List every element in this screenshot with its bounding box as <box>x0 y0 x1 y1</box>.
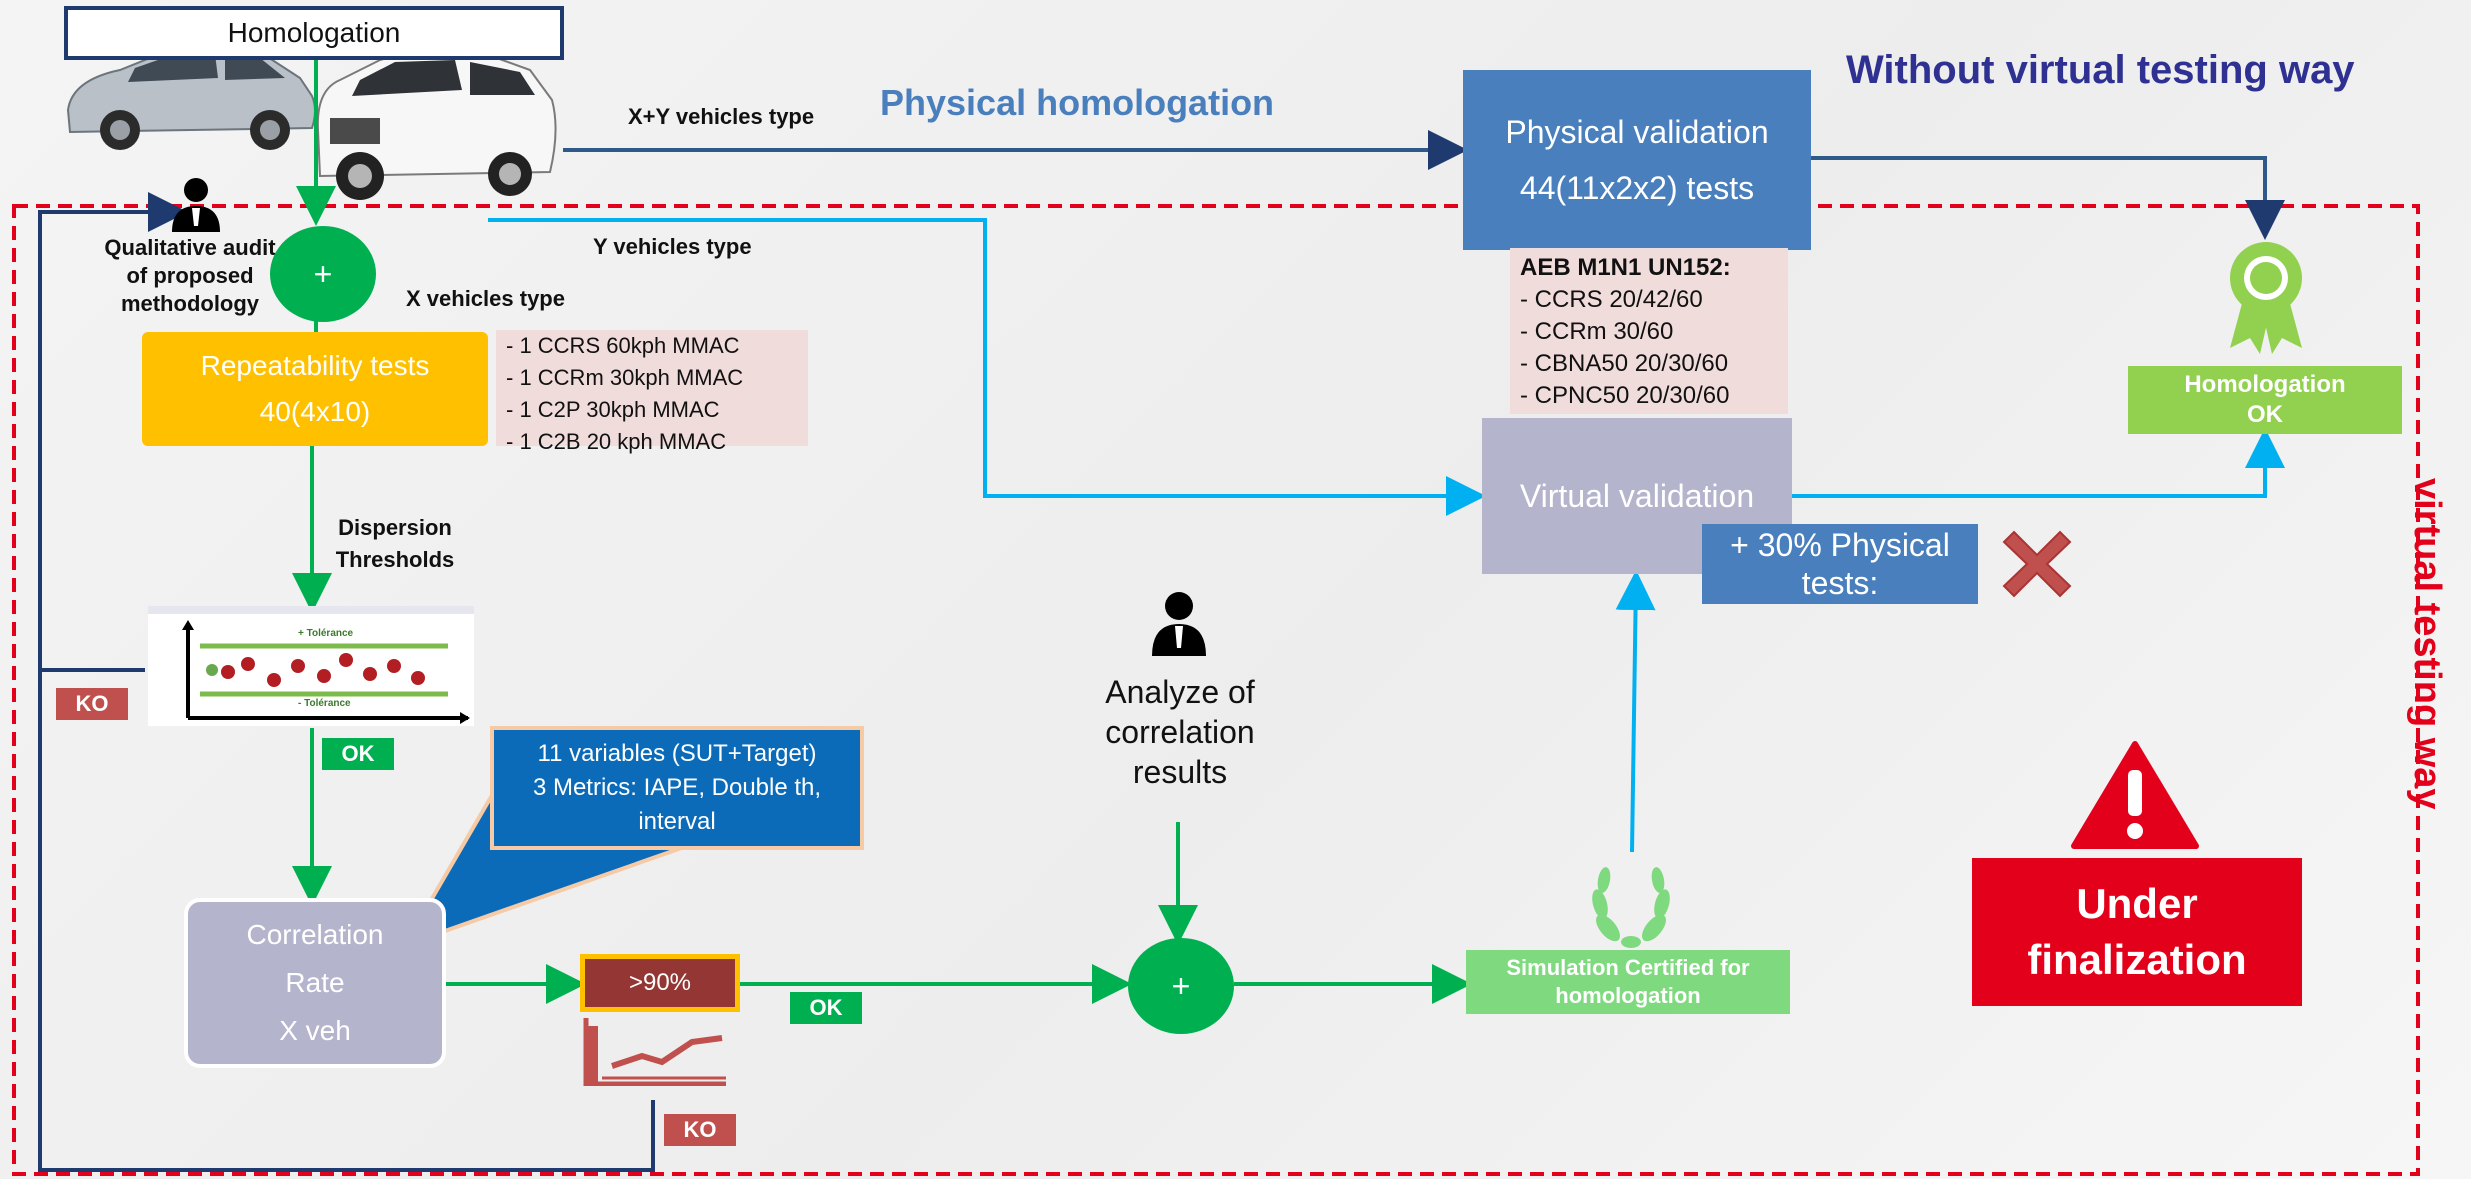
qualitative-audit-label: Qualitative audit of proposed methodolog… <box>70 234 310 318</box>
merge-plus-circle: + <box>270 226 376 322</box>
xy-vehicles-label: X+Y vehicles type <box>628 104 815 129</box>
ok-badge: OK <box>790 992 862 1024</box>
repeatability-line2: 40(4x10) <box>259 396 371 427</box>
aeb-item: - CCRm 30/60 <box>1520 318 1674 345</box>
trend-chart-icon <box>583 1018 726 1086</box>
ok-badge: OK <box>322 738 394 770</box>
threshold-90-label: >90% <box>628 969 692 996</box>
under-finalization-line2: finalization <box>2027 936 2247 983</box>
callout-line3: interval <box>638 808 716 835</box>
analyze-line: correlation <box>1105 714 1255 750</box>
homologation-title-box: Homologation <box>64 6 564 60</box>
under-finalization-line1: Under <box>2076 880 2198 927</box>
dispersion-line: Thresholds <box>335 547 455 572</box>
simulation-certified-box: Simulation Certified for homologation <box>1466 950 1790 1014</box>
ko-badge: KO <box>56 688 128 720</box>
physical-tests-line1: + 30% Physical <box>1730 527 1950 563</box>
virtual-testing-frame <box>12 204 2420 1176</box>
simulation-certified-line2: homologation <box>1555 983 1701 1008</box>
correlation-rate-box: Correlation Rate X veh <box>184 898 446 1068</box>
dispersion-line: Dispersion <box>338 515 452 540</box>
aeb-title: AEB M1N1 UN152: <box>1520 254 1731 281</box>
metrics-callout: 11 variables (SUT+Target) 3 Metrics: IAP… <box>490 726 864 850</box>
ko-label: KO <box>75 691 109 716</box>
homologation-ok-box: Homologation OK <box>2128 366 2402 434</box>
homologation-title: Homologation <box>227 17 401 48</box>
ok-label: OK <box>341 741 375 766</box>
analyze-line: results <box>1132 754 1228 790</box>
correlation-line1: Correlation <box>246 919 384 950</box>
repeat-item: - 1 C2P 30kph MMAC <box>506 397 720 422</box>
without-virtual-title: Without virtual testing way <box>1846 48 2355 92</box>
repeat-item: - 1 CCRS 60kph MMAC <box>506 333 740 358</box>
repeat-item: - 1 CCRm 30kph MMAC <box>506 365 744 390</box>
ko-badge: KO <box>664 1114 736 1146</box>
callout-line1: 11 variables (SUT+Target) <box>537 740 817 767</box>
homologation-ok-line2: OK <box>2247 401 2283 428</box>
repeat-item: - 1 C2B 20 kph MMAC <box>506 429 727 454</box>
person-icon <box>172 178 220 232</box>
plus-sign: + <box>313 255 333 292</box>
physical-tests-line2: tests: <box>1801 565 1879 601</box>
repeatability-line1: Repeatability tests <box>200 350 430 381</box>
physical-validation-line2: 44(11x2x2) tests <box>1519 170 1755 206</box>
physical-validation-line1: Physical validation <box>1505 114 1769 150</box>
aeb-item: - CBNA50 20/30/60 <box>1520 350 1729 377</box>
simulation-certified-line1: Simulation Certified for <box>1506 955 1750 980</box>
physical-tests-box: + 30% Physical tests: <box>1702 524 1978 604</box>
y-vehicles-label: Y vehicles type <box>593 234 752 259</box>
x-vehicles-label: X vehicles type <box>406 286 565 311</box>
aeb-item: - CCRS 20/42/60 <box>1520 286 1703 313</box>
virtual-validation-label: Virtual validation <box>1519 477 1755 514</box>
correlation-line3: X veh <box>279 1015 351 1046</box>
warning-icon <box>2071 741 2199 849</box>
merge-plus-circle: + <box>1128 938 1234 1034</box>
plus-sign: + <box>1171 967 1191 1004</box>
virtual-testing-title-text: virtual testing way <box>2406 478 2448 810</box>
tolerance-minus-label: - Tolérance <box>298 698 351 709</box>
aeb-test-list: AEB M1N1 UN152: - CCRS 20/42/60 - CCRm 3… <box>1510 248 1788 414</box>
qualitative-audit-line: methodology <box>120 291 260 316</box>
red-cross-icon <box>2002 530 2072 598</box>
correlation-line2: Rate <box>285 967 345 998</box>
ko-label: KO <box>683 1117 717 1142</box>
tolerance-chart: + Tolérance - Tolérance <box>148 606 474 726</box>
repeatability-test-list: - 1 CCRS 60kph MMAC - 1 CCRm 30kph MMAC … <box>496 330 808 454</box>
tolerance-plus-label: + Tolérance <box>298 628 354 639</box>
repeatability-tests-box: Repeatability tests 40(4x10) <box>142 332 488 446</box>
analyze-label: Analyze of correlation results <box>1060 672 1300 792</box>
laurel-icon <box>1592 867 1670 948</box>
qualitative-audit-line: Qualitative audit <box>104 235 276 260</box>
medal-icon <box>2230 242 2302 354</box>
under-finalization-box: Under finalization <box>1972 858 2302 1006</box>
analyze-line: Analyze of <box>1105 674 1255 710</box>
silver-sedan-car <box>66 45 316 150</box>
physical-homologation-label: Physical homologation <box>880 82 1275 123</box>
aeb-item: - CPNC50 20/30/60 <box>1520 382 1730 409</box>
person-icon <box>1152 592 1206 656</box>
qualitative-audit-line: of proposed <box>126 263 254 288</box>
physical-validation-box: Physical validation 44(11x2x2) tests <box>1463 70 1811 250</box>
callout-line2: 3 Metrics: IAPE, Double th, <box>532 774 822 801</box>
white-suv-car <box>316 50 557 200</box>
homologation-ok-line1: Homologation <box>2184 371 2346 398</box>
dispersion-label: Dispersion Thresholds <box>320 512 470 576</box>
threshold-90-box: >90% <box>580 954 740 1012</box>
ok-label: OK <box>809 995 843 1020</box>
